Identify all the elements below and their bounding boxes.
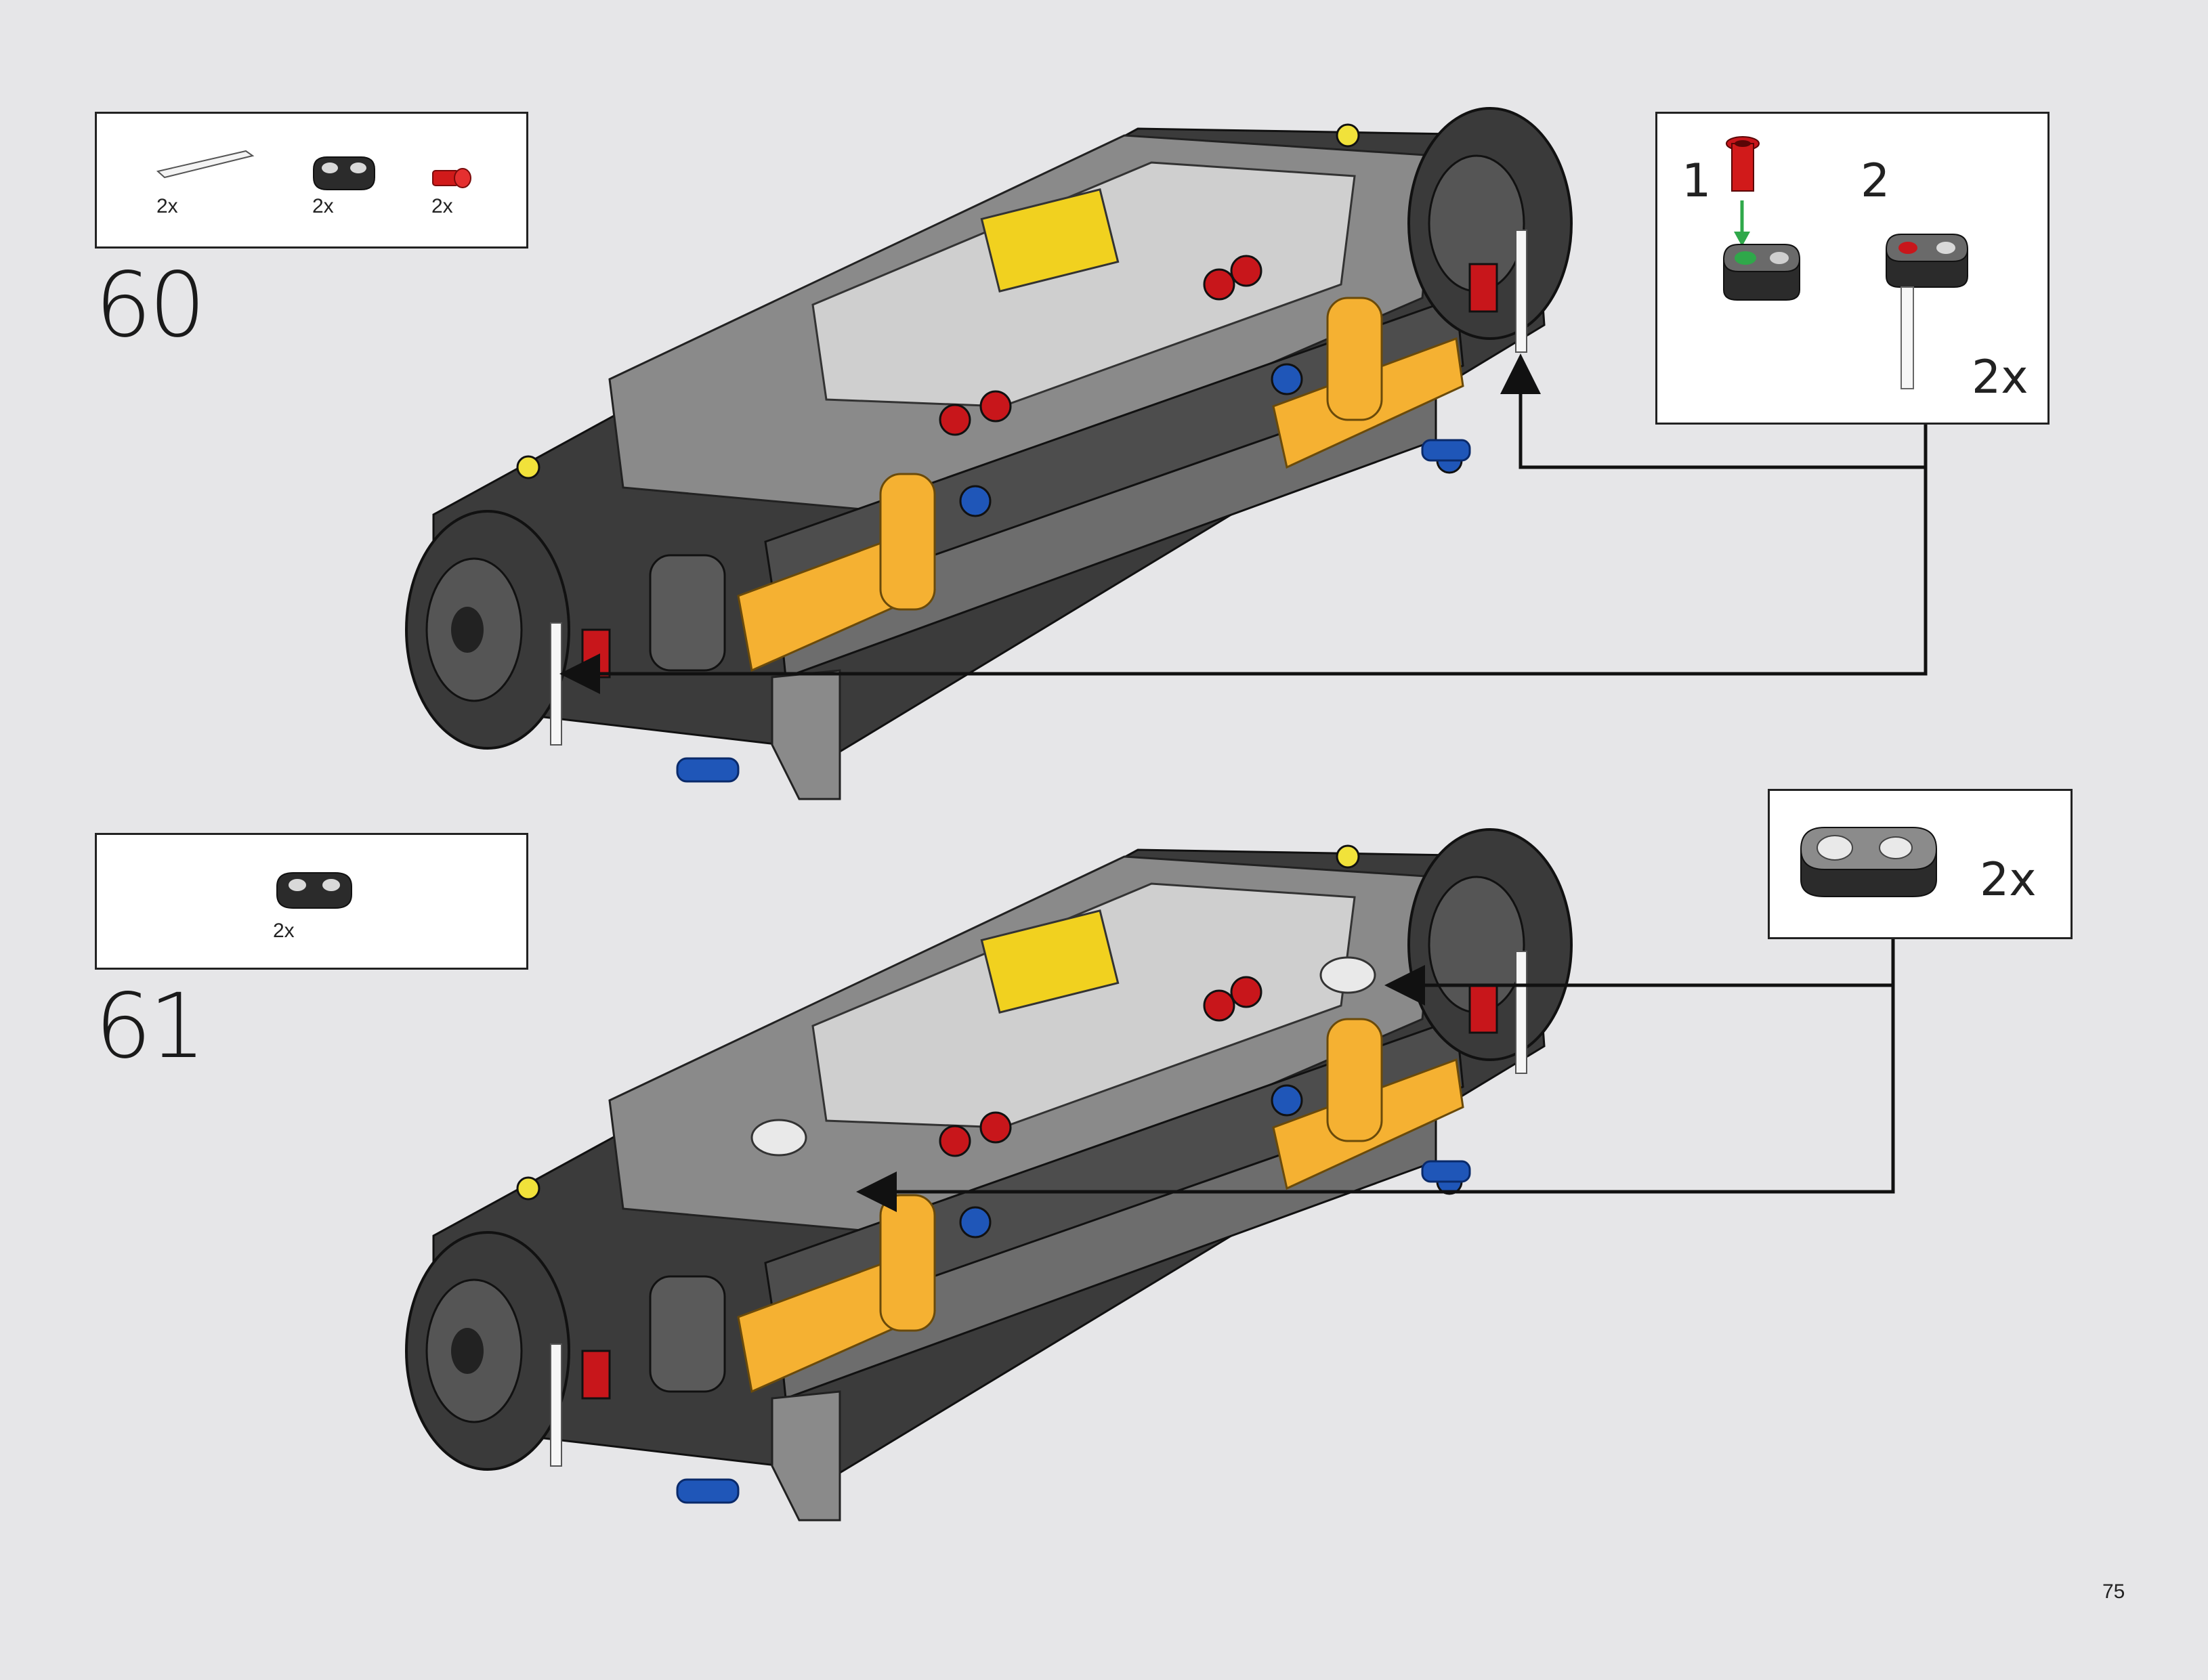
pin-icon <box>432 168 471 188</box>
axle-icon <box>156 150 255 179</box>
subassembly-qty: 2x <box>1972 351 2029 404</box>
arrow-down-icon <box>1734 200 1750 246</box>
callout-box: 2x <box>1768 789 2073 939</box>
connector-beam-with-axle-icon <box>1885 234 1969 389</box>
part-qty: 2x <box>273 920 295 942</box>
connector-beam-icon <box>1800 827 1938 897</box>
subassembly-box: 1 2 2x <box>1655 112 2050 425</box>
axle-part-right <box>1515 230 1527 353</box>
pin-icon <box>1726 136 1760 192</box>
connector-beam-icon <box>313 156 375 190</box>
connector-beam-icon <box>1722 244 1801 301</box>
assembly-arrow <box>1500 353 1928 469</box>
part-qty: 2x <box>312 195 334 217</box>
assembly-arrow <box>856 985 1895 1212</box>
page-number: 75 <box>2102 1580 2125 1603</box>
chassis-model-step-60 <box>405 107 1573 800</box>
step-61-parts-box: 2x <box>95 833 528 970</box>
assembly-arrow <box>559 467 1928 694</box>
callout-qty: 2x <box>1980 853 2037 907</box>
step-number: 60 <box>95 253 206 358</box>
connector-beam-icon <box>1319 956 1376 994</box>
part-qty: 2x <box>156 195 178 217</box>
chassis-model-step-61 <box>405 828 1573 1522</box>
connector-beam-icon <box>750 1119 807 1157</box>
step-number: 61 <box>95 974 206 1079</box>
connector-beam-icon <box>276 872 352 909</box>
part-qty: 2x <box>431 195 453 217</box>
substep-number: 1 <box>1682 154 1712 208</box>
substep-number: 2 <box>1861 154 1890 208</box>
axle-part-left <box>550 622 562 746</box>
step-60-parts-box: 2x 2x 2x <box>95 112 528 249</box>
